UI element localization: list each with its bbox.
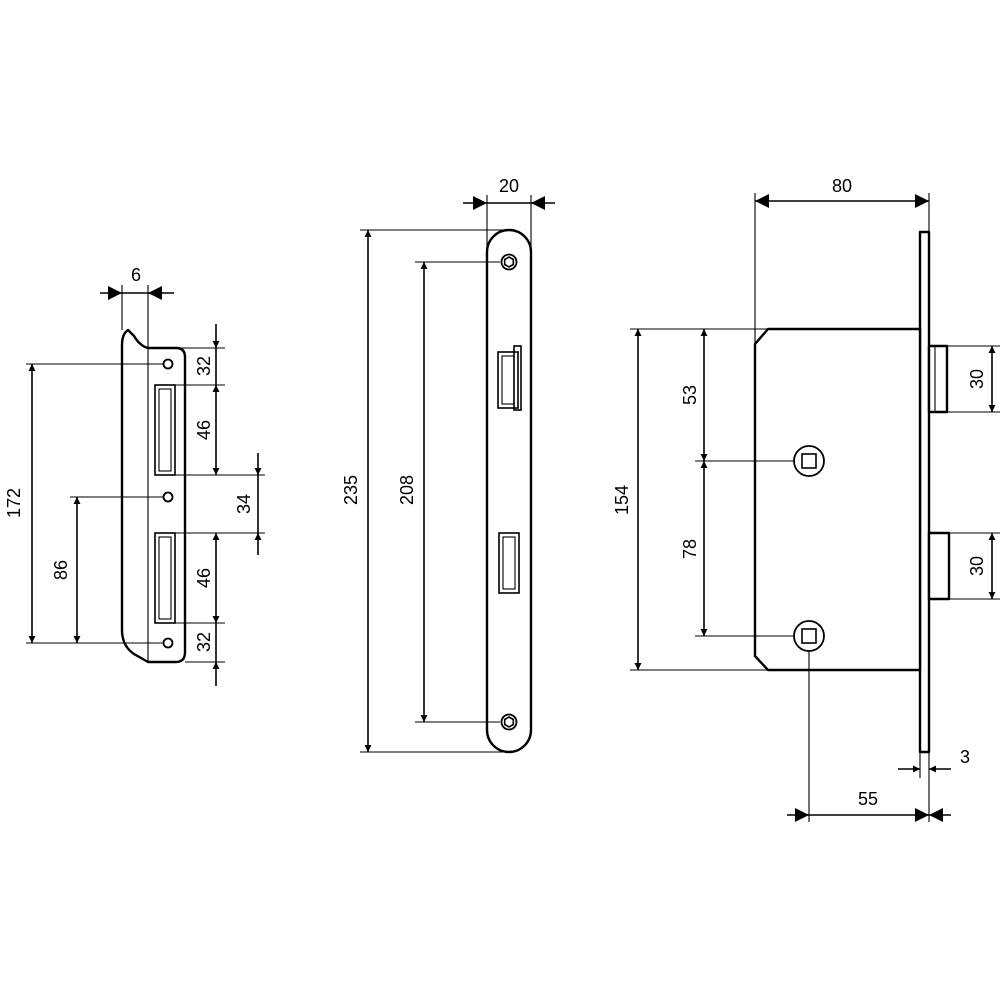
strike-lower-opening (154, 532, 176, 624)
lock-body-dimensions: 80 154 53 78 30 30 55 3 (612, 176, 1000, 822)
strike-screw-hole-top (162, 358, 174, 370)
lock-latch (927, 344, 949, 414)
lock-spindle-square (801, 453, 817, 469)
strike-bottom-segment-label: 32 (194, 632, 214, 652)
strike-hole-bottom-label: 86 (51, 560, 71, 580)
forend-latch-opening (497, 351, 519, 409)
strike-screw-hole-bottom (162, 637, 174, 649)
lock-bolt-projection-label: 30 (967, 556, 987, 576)
lock-backset-label: 55 (858, 789, 878, 809)
strike-dimensions: 6 172 86 32 46 34 46 32 (4, 265, 265, 686)
forend-plate (485, 228, 533, 754)
strike-middle-segment-label: 34 (234, 494, 254, 514)
lock-latch-projection-label: 30 (967, 369, 987, 389)
strike-upper-opening (154, 384, 176, 476)
lock-key-square (801, 628, 817, 644)
forend-screw-spacing-label: 208 (397, 475, 417, 505)
lock-key-hub (793, 620, 825, 652)
strike-plate-outline (120, 328, 187, 664)
strike-plate (120, 328, 187, 664)
forend-dimensions: 20 235 208 (341, 176, 555, 753)
lock-forend-strip (918, 230, 931, 754)
lock-forend-thickness-label: 3 (960, 747, 970, 767)
lock-spindle-key-label: 78 (680, 539, 700, 559)
forend-screw-bottom (500, 713, 518, 731)
lock-depth-label: 80 (832, 176, 852, 196)
forend-outline (485, 228, 533, 754)
strike-upper-opening-label: 46 (194, 420, 214, 440)
strike-top-segment-label: 32 (194, 356, 214, 376)
lock-height-label: 154 (612, 485, 632, 515)
lock-spindle-hub (793, 445, 825, 477)
forend-bolt-opening (498, 532, 520, 594)
strike-hole-spacing-label: 172 (4, 488, 24, 518)
forend-length-label: 235 (341, 475, 361, 505)
lock-upper-spacing-label: 53 (680, 385, 700, 405)
strike-width-label: 6 (131, 265, 141, 285)
strike-screw-hole-middle (162, 491, 174, 503)
forend-screw-top (500, 253, 518, 271)
forend-width-label: 20 (499, 176, 519, 196)
lock-bolt (927, 531, 951, 601)
strike-lower-opening-label: 46 (194, 568, 214, 588)
lock-body (753, 230, 951, 754)
lock-case-outline (753, 327, 922, 672)
